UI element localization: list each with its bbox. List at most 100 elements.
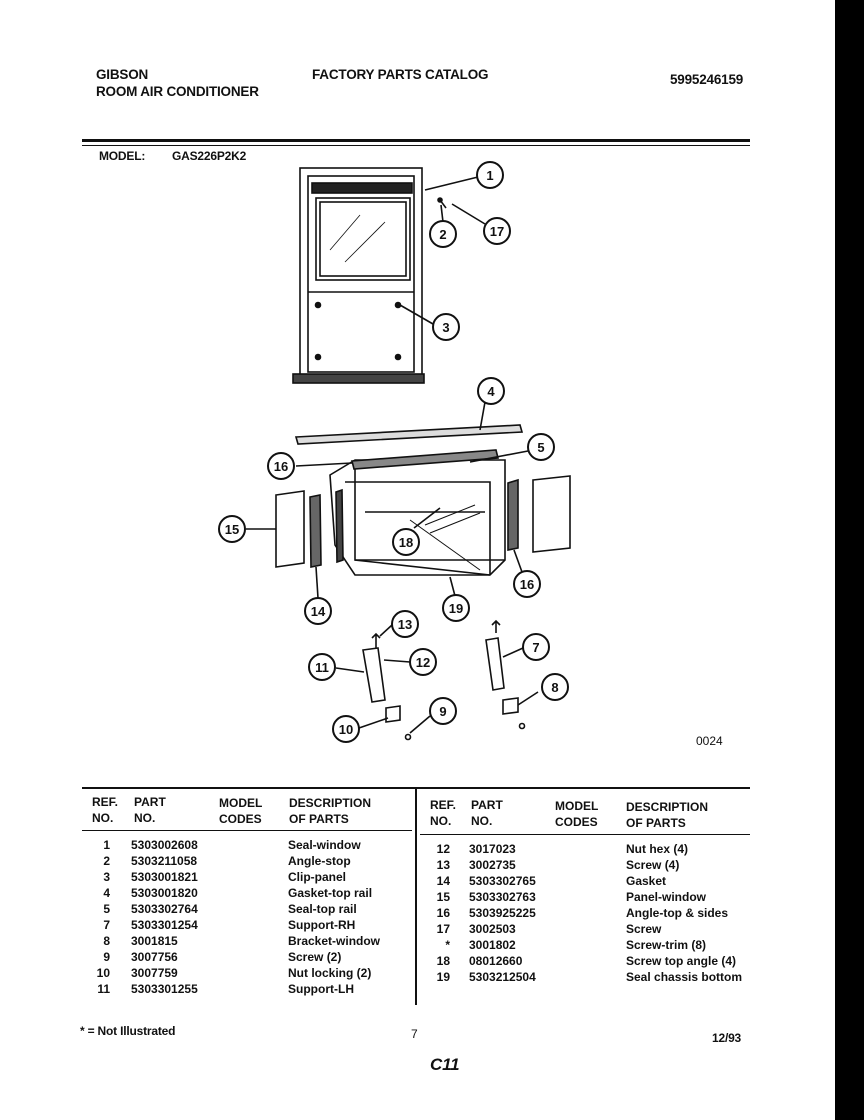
table-cell: 5303301254 [131, 918, 198, 932]
table-cell: 1 [103, 838, 110, 852]
svg-text:14: 14 [311, 604, 326, 619]
table-cell: 3 [103, 870, 110, 884]
chassis-frame-drawing [329, 459, 506, 576]
table-cell: * [445, 938, 450, 952]
not-illustrated-note: * = Not Illustrated [80, 1024, 176, 1038]
table-cell: 12 [436, 842, 450, 856]
callout-11: 11 [308, 653, 336, 681]
window-panel-drawing [299, 167, 423, 377]
svg-text:18: 18 [399, 535, 413, 550]
table-cell: 9 [103, 950, 110, 964]
support-rh-drawing [485, 637, 505, 691]
diagram-code: 0024 [696, 734, 723, 748]
table-cell: Screw top angle (4) [626, 954, 737, 968]
exploded-parts-diagram: 1 2 17 3 4 5 16 15 18 16 14 19 13 12 11 … [218, 161, 723, 748]
table-cell: Seal-top rail [288, 902, 357, 916]
table-cell: 5303002608 [131, 838, 198, 852]
table-cell: 5 [103, 902, 110, 916]
table-cell: Gasket [626, 874, 667, 888]
table-cell: 5303302764 [131, 902, 198, 916]
table-cell: 3001802 [469, 938, 516, 952]
catalog-number: 5995246159 [670, 72, 744, 87]
top-rail-gasket-drawing [294, 424, 524, 445]
table-cell: 18 [436, 954, 450, 968]
table-cell: 5303001821 [131, 870, 198, 884]
callout-1: 1 [476, 161, 504, 189]
svg-text:1: 1 [486, 168, 493, 183]
svg-text:15: 15 [225, 522, 239, 537]
table-cell: Panel-window [626, 890, 707, 904]
table-cell: Seal chassis bottom [626, 970, 743, 984]
right-header-ref: REF.NO. [430, 798, 457, 828]
callout-16-top: 16 [267, 452, 295, 480]
table-cell: 5303925225 [469, 906, 536, 920]
table-cell: Support-RH [288, 918, 356, 932]
svg-text:10: 10 [339, 722, 353, 737]
table-cell: 2 [103, 854, 110, 868]
callout-9: 9 [429, 697, 457, 725]
table-cell: Screw (2) [288, 950, 342, 964]
callout-14: 14 [304, 597, 332, 625]
table-cell: 13 [436, 858, 450, 872]
svg-text:2: 2 [439, 227, 446, 242]
left-part-column: 5303002608 5303211058 5303001821 5303001… [131, 837, 198, 997]
table-cell: Nut hex (4) [626, 842, 689, 856]
svg-text:3: 3 [442, 320, 449, 335]
table-cell: 3002503 [469, 922, 516, 936]
table-cell: 17 [436, 922, 450, 936]
table-cell: Angle-stop [288, 854, 351, 868]
table-cell: 15 [436, 890, 450, 904]
table-cell: 3007759 [131, 966, 178, 980]
table-cell: 5303302765 [469, 874, 536, 888]
callout-19: 19 [442, 594, 470, 622]
window-panel-left-drawing [275, 490, 305, 568]
right-part-column: 3017023 3002735 5303302765 5303302763 53… [469, 841, 536, 985]
callout-2: 2 [429, 220, 457, 248]
callout-16-side: 16 [513, 570, 541, 598]
right-desc-column: Nut hex (4) Screw (4) Gasket Panel-windo… [626, 841, 742, 985]
page-number: 7 [411, 1027, 418, 1041]
model-number: GAS226P2K2 [172, 149, 247, 163]
callout-3: 3 [432, 313, 460, 341]
table-cell: Seal-window [288, 838, 361, 852]
svg-text:13: 13 [398, 617, 412, 632]
table-cell: Screw (4) [626, 858, 680, 872]
svg-text:17: 17 [490, 224, 504, 239]
table-cell: 11 [97, 982, 110, 996]
table-cell: 8 [103, 934, 110, 948]
table-cell: 16 [436, 906, 450, 920]
callout-10: 10 [332, 715, 360, 743]
table-left-header-rule [82, 830, 412, 831]
table-cell: 5303301255 [131, 982, 198, 996]
table-cell: Clip-panel [288, 870, 347, 884]
table-cell: 5303211058 [131, 854, 198, 868]
support-lh-drawing [362, 647, 386, 703]
table-cell: 14 [436, 874, 450, 888]
svg-text:16: 16 [274, 459, 288, 474]
svg-text:8: 8 [551, 680, 558, 695]
model-label: MODEL: [99, 149, 146, 163]
svg-text:16: 16 [520, 577, 534, 592]
callout-4: 4 [477, 377, 505, 405]
callout-18: 18 [392, 528, 420, 556]
svg-text:9: 9 [439, 704, 446, 719]
callout-17: 17 [483, 217, 511, 245]
callout-7: 7 [522, 633, 550, 661]
table-cell: Bracket-window [288, 934, 381, 948]
left-ref-column: 1 2 3 4 5 7 8 9 10 11 [96, 837, 110, 997]
table-cell: Gasket-top rail [288, 886, 373, 900]
table-cell: Screw [626, 922, 662, 936]
table-cell: Screw-trim (8) [626, 938, 707, 952]
table-cell: 5303001820 [131, 886, 198, 900]
table-cell: 08012660 [469, 954, 523, 968]
callout-15: 15 [218, 515, 246, 543]
table-cell: 7 [103, 918, 110, 932]
left-desc-column: Seal-window Angle-stop Clip-panel Gasket… [288, 837, 380, 997]
svg-text:7: 7 [532, 640, 539, 655]
header-rule-thick [82, 139, 750, 142]
